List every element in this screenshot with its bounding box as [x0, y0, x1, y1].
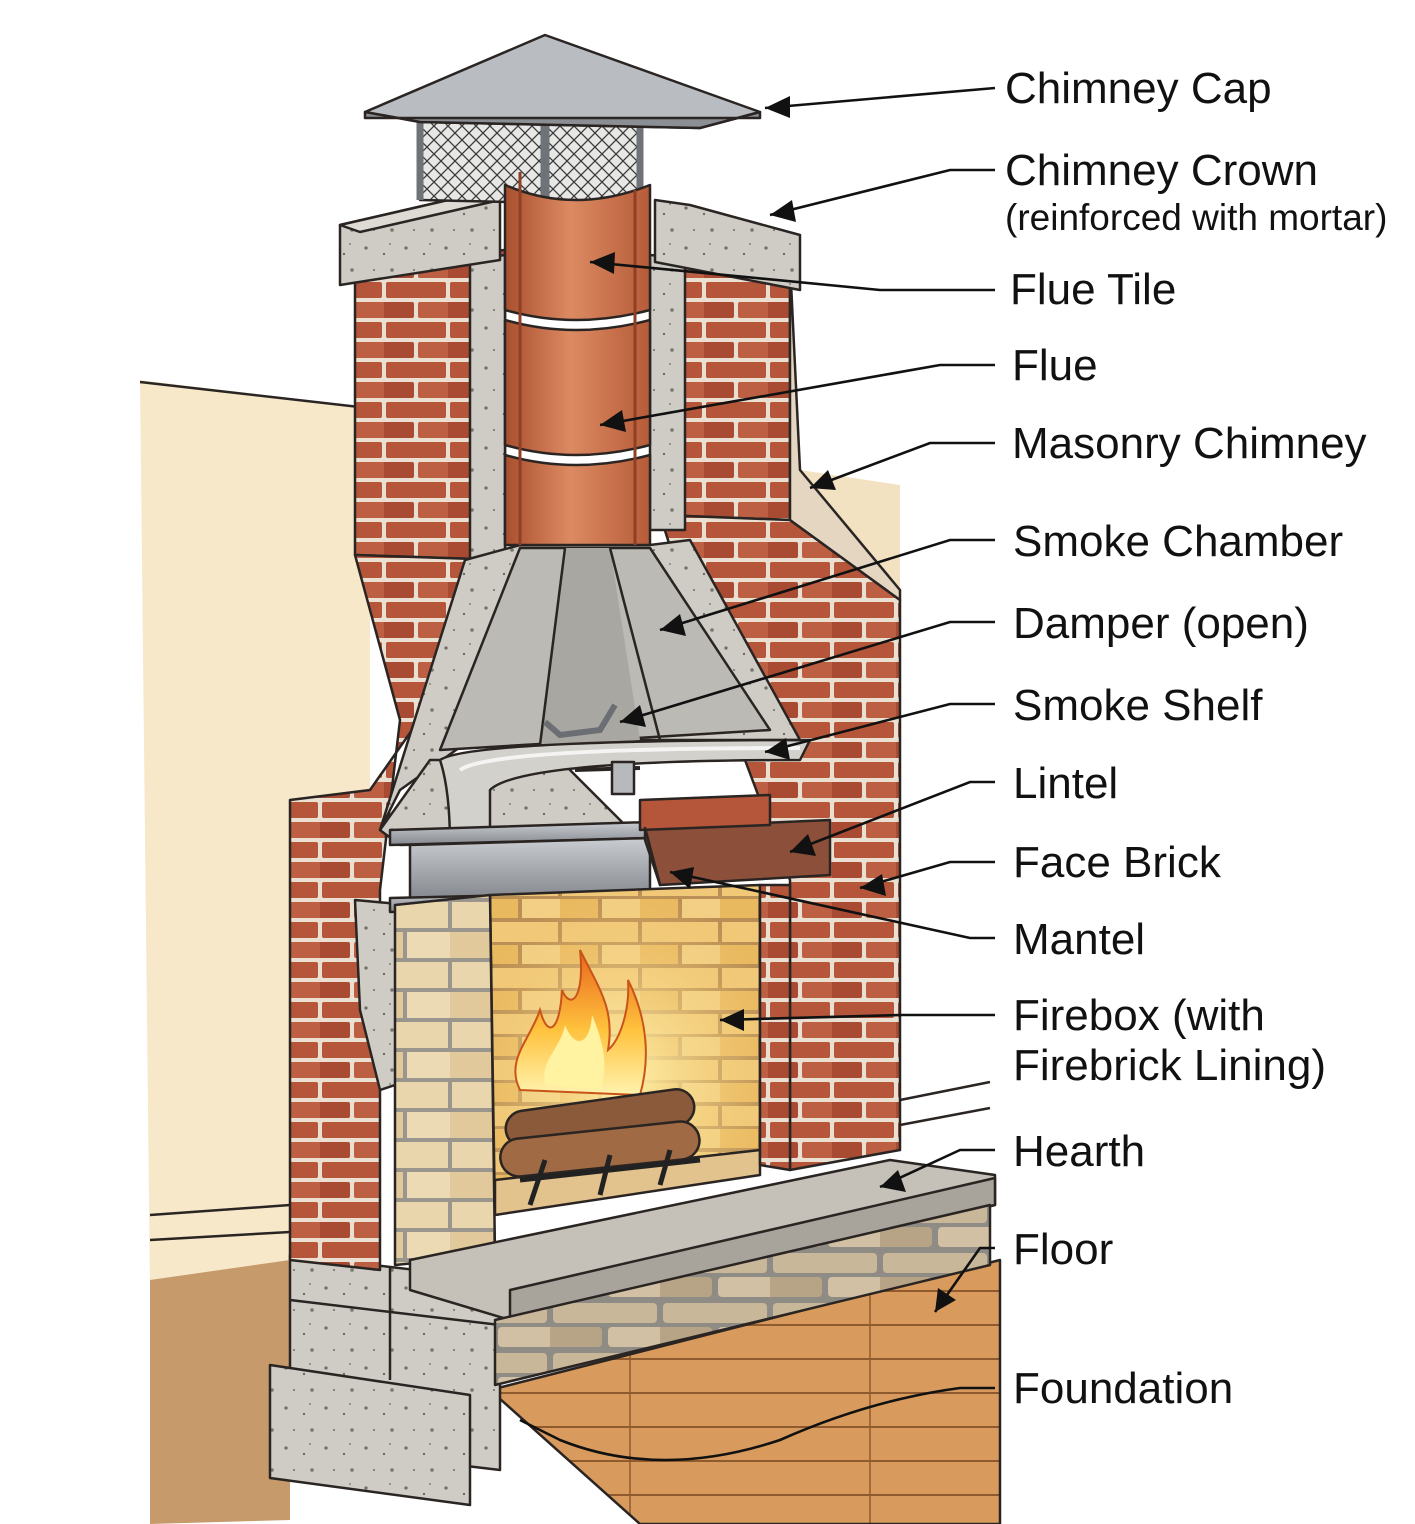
label-damper: Damper (open): [1013, 599, 1309, 648]
label-flue: Flue: [1012, 341, 1098, 390]
leader-lines: [519, 86, 996, 1462]
label-floor: Floor: [1013, 1225, 1113, 1274]
label-smoke-chamber: Smoke Chamber: [1013, 517, 1343, 566]
callout-labels: Chimney Cap Chimney Crown (reinforced wi…: [1005, 64, 1387, 1413]
label-firebox: Firebox (with: [1013, 991, 1265, 1040]
smoke-shelf-damper: [438, 703, 812, 847]
hearth-slab: [408, 1158, 997, 1387]
label-chimney-crown: Chimney Crown: [1005, 146, 1318, 195]
fire-and-logs: [499, 949, 701, 1206]
firebrick-side-blocks: [393, 883, 792, 1267]
label-hearth: Hearth: [1013, 1127, 1145, 1176]
chimney-cap-hood: [363, 33, 762, 207]
chimney-crown-slab: [338, 193, 802, 292]
label-firebox-sub: Firebrick Lining): [1013, 1041, 1326, 1090]
label-foundation: Foundation: [1013, 1364, 1233, 1413]
label-flue-tile: Flue Tile: [1010, 265, 1176, 314]
smoke-chamber-funnel: [438, 546, 772, 752]
label-masonry-chimney: Masonry Chimney: [1012, 419, 1367, 468]
flue-tile-stack: [503, 172, 652, 547]
label-chimney-cap: Chimney Cap: [1005, 64, 1272, 113]
label-smoke-shelf: Smoke Shelf: [1013, 681, 1263, 730]
label-lintel: Lintel: [1013, 759, 1118, 808]
label-face-brick: Face Brick: [1013, 838, 1222, 887]
label-mantel: Mantel: [1013, 915, 1145, 964]
label-chimney-crown-sub: (reinforced with mortar): [1005, 197, 1387, 238]
